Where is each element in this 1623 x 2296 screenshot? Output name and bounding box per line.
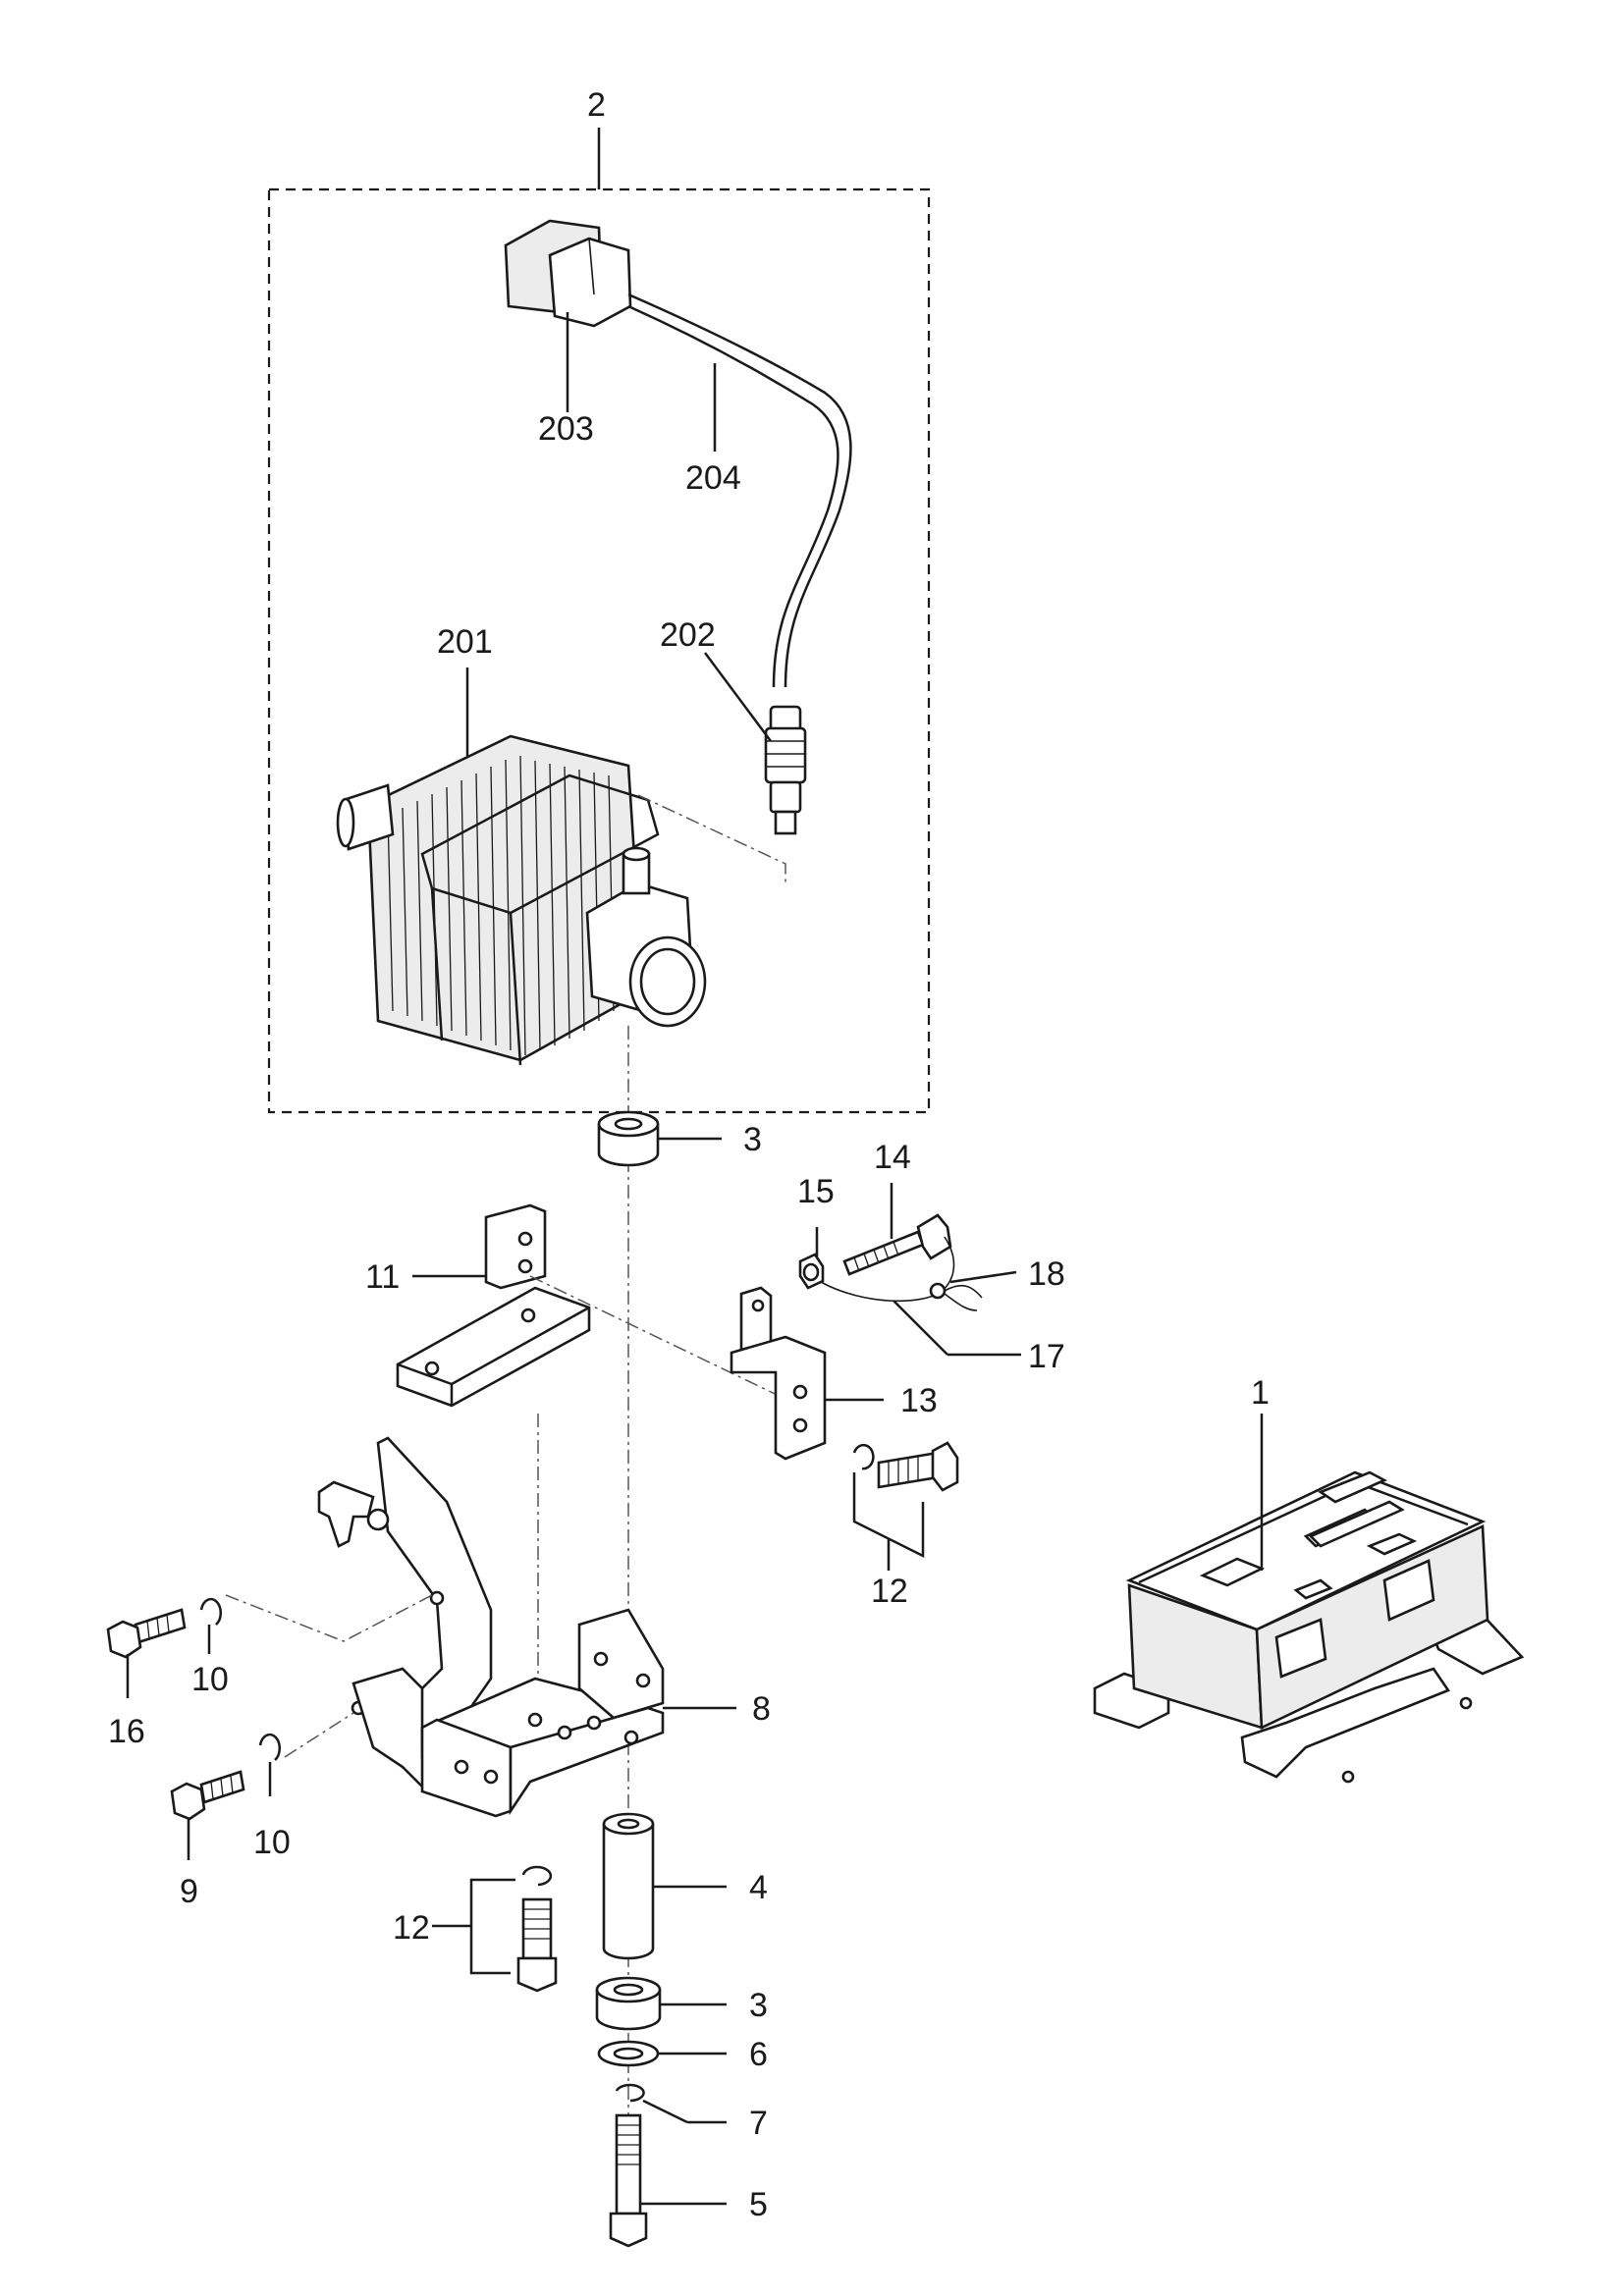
callout-12-right: 12 (871, 1573, 908, 1610)
callout-1: 1 (1251, 1374, 1270, 1412)
callout-9: 9 (180, 1873, 198, 1910)
solenoid-coil-201: 201 (336, 623, 707, 1066)
callout-7: 7 (749, 2105, 768, 2142)
lock-washer-7: 7 (615, 2083, 768, 2142)
wire-seal-18: 18 (929, 1255, 1065, 1311)
callout-15: 15 (797, 1173, 835, 1210)
callout-204: 204 (685, 459, 741, 497)
bolt-14: 14 (842, 1139, 952, 1276)
bracket-13: 13 (730, 1286, 938, 1461)
phantom-washer-10-bottom (284, 1712, 354, 1758)
bracket-11: 11 (365, 1203, 591, 1408)
callout-4: 4 (749, 1869, 768, 1906)
callout-3-top: 3 (743, 1121, 762, 1158)
bolt-washer-12-left: 12 (393, 1865, 558, 1993)
callout-14: 14 (874, 1139, 911, 1176)
phantom-washer-10-top (225, 1594, 433, 1642)
callout-18: 18 (1028, 1255, 1065, 1293)
callout-16: 16 (108, 1713, 145, 1750)
washer-10-top: 10 (191, 1597, 229, 1698)
relay-box-1: 1 (1093, 1374, 1525, 1784)
washer-6: 6 (597, 2036, 768, 2073)
sleeve-4: 4 (602, 1812, 768, 1960)
nut-15: 15 (797, 1173, 835, 1290)
callout-203: 203 (538, 410, 594, 448)
assembly-2-group: 2 (267, 86, 931, 1114)
callout-201: 201 (437, 623, 493, 661)
callout-13: 13 (900, 1382, 938, 1419)
base-bracket-8: 8 (420, 1608, 771, 1818)
bolt-9: 9 (170, 1770, 245, 1910)
phantom-bracket-link (529, 1275, 796, 1405)
callout-3-bottom: 3 (749, 1987, 768, 2024)
callout-5: 5 (749, 2186, 768, 2223)
callout-17: 17 (1028, 1338, 1065, 1375)
wire-17: 17 (820, 1236, 1065, 1375)
connector-end-202: 202 (637, 616, 807, 883)
callout-8: 8 (752, 1690, 771, 1728)
callout-202: 202 (660, 616, 716, 654)
callout-2: 2 (587, 86, 606, 124)
spacer-3-top: 3 (597, 1110, 762, 1167)
cable-204: 204 (627, 293, 852, 688)
spacer-3-bottom: 3 (595, 1976, 768, 2031)
washer-10-bottom: 10 (253, 1733, 291, 1861)
assembly-boundary-box (267, 187, 931, 1114)
bolt-16: 16 (106, 1608, 187, 1750)
coil-fins (387, 755, 615, 1056)
callout-10-top: 10 (191, 1661, 229, 1698)
connector-203: 203 (504, 219, 632, 448)
callout-6: 6 (749, 2036, 768, 2073)
bolt-5: 5 (609, 2113, 768, 2248)
bolt-washer-12-right: 12 (852, 1441, 959, 1610)
callout-11: 11 (365, 1258, 400, 1296)
callout-10-bottom: 10 (253, 1824, 291, 1861)
callout-12-left: 12 (393, 1909, 430, 1947)
